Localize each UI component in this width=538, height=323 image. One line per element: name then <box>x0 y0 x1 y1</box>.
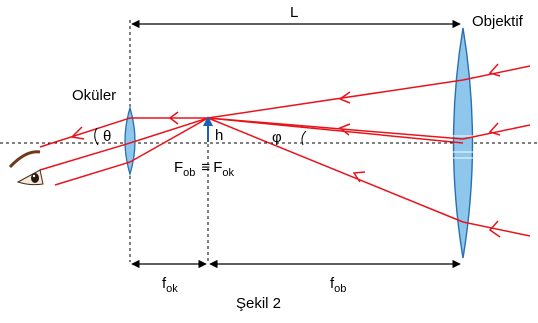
focus-F1-sub: ob <box>183 167 195 179</box>
ray-arrowhead <box>352 171 366 183</box>
ocular-label: Oküler <box>72 87 116 104</box>
length-L-label: L <box>290 4 298 21</box>
theta-label: θ <box>103 128 111 145</box>
ray-arrowhead <box>488 63 501 77</box>
ray-arrowhead <box>338 123 351 136</box>
incoming-ray-top <box>462 65 531 81</box>
chief-ray-through-center <box>207 117 464 144</box>
incoming-ray-middle <box>462 124 531 140</box>
f-ob-main: f <box>330 275 335 292</box>
f-ok-main: f <box>162 275 167 292</box>
ray-objective-to-focus-top <box>207 79 464 119</box>
phi-angle-arc <box>301 130 307 146</box>
ray-focus-to-ocular-center <box>129 117 209 144</box>
ray-arrowhead <box>168 111 179 125</box>
image-arrow-h-head <box>203 116 213 126</box>
ray-arrowhead <box>70 126 85 140</box>
ocular-label-suffix: er <box>103 87 116 104</box>
ray-to-eye-bottom <box>54 161 131 186</box>
phi-label: φ <box>272 129 282 146</box>
incoming-ray-bottom <box>462 221 531 237</box>
figure-caption: Şekil 2 <box>236 295 281 312</box>
h-label: h <box>215 127 223 144</box>
ray-arrowhead <box>488 220 501 238</box>
objective-label: Objektif <box>472 13 524 30</box>
focus-F2-sub: ok <box>222 167 234 179</box>
f-ob-label: fob <box>330 275 346 295</box>
ray-arrowhead <box>338 91 351 104</box>
theta-angle-arc <box>94 127 99 146</box>
ray-objective-to-focus-bottom <box>207 117 464 223</box>
f-ok-sub: ok <box>166 283 178 295</box>
ocular-lens <box>124 105 136 177</box>
ray-to-eye-middle <box>39 142 131 171</box>
f-ok-label: fok <box>162 275 178 295</box>
f-ob-sub: ob <box>334 283 346 295</box>
focus-F1: F <box>174 159 183 176</box>
focus-label: Fob≡Fok <box>174 159 234 179</box>
ocular-label-main: Okül <box>72 87 103 104</box>
ray-to-eye-top <box>39 117 131 148</box>
ray-arrowhead <box>488 122 501 136</box>
eye-icon <box>8 150 44 186</box>
focus-equiv: ≡ <box>201 159 210 176</box>
ray-focus-to-ocular-bottom <box>129 117 209 163</box>
focus-F2: F <box>213 159 222 176</box>
